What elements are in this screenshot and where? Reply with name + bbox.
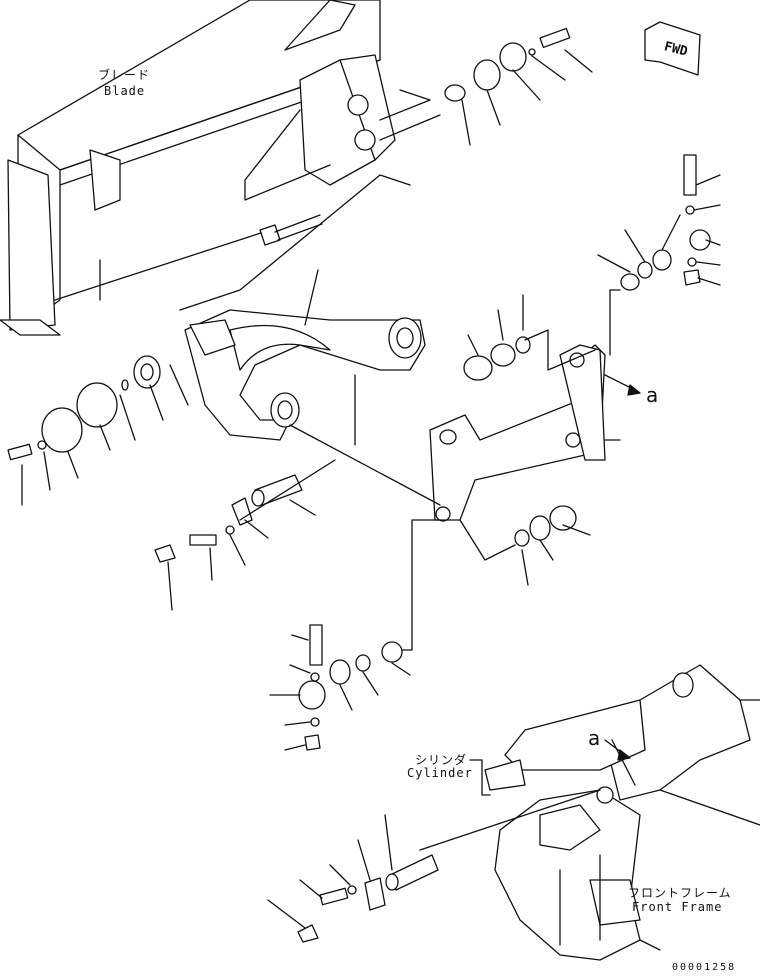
drawbar-top-hardware <box>597 154 721 356</box>
drawbar-ring-hardware <box>459 294 596 586</box>
cylinder-label-jp: シリンダ <box>415 753 468 767</box>
drawing-number: 00001258 <box>672 962 737 973</box>
drawbar-yoke <box>184 269 426 446</box>
front-frame-label-jp: フロントフレーム <box>628 886 732 900</box>
cylinder-label-en: Cylinder <box>407 766 473 780</box>
drawbar <box>289 344 621 522</box>
yoke-left-hardware <box>7 355 189 506</box>
blade-assembly <box>0 0 441 336</box>
reference-arrows <box>469 374 641 796</box>
reference-a-bottom: a <box>588 726 601 750</box>
blade-label-jp: ブレード <box>98 68 151 82</box>
yoke-pin-hardware <box>154 459 336 611</box>
frame-pin-hardware <box>267 814 439 943</box>
reference-a-top: a <box>646 383 659 407</box>
blade-label-en: Blade <box>104 84 146 98</box>
fwd-direction-arrow <box>644 21 701 76</box>
blade-lower-pin <box>179 174 411 311</box>
blade-pin-hardware <box>444 27 593 146</box>
lower-pin-hardware <box>269 519 441 751</box>
front-frame-label-en: Front Frame <box>632 900 723 914</box>
front-frame-assembly <box>419 664 760 961</box>
